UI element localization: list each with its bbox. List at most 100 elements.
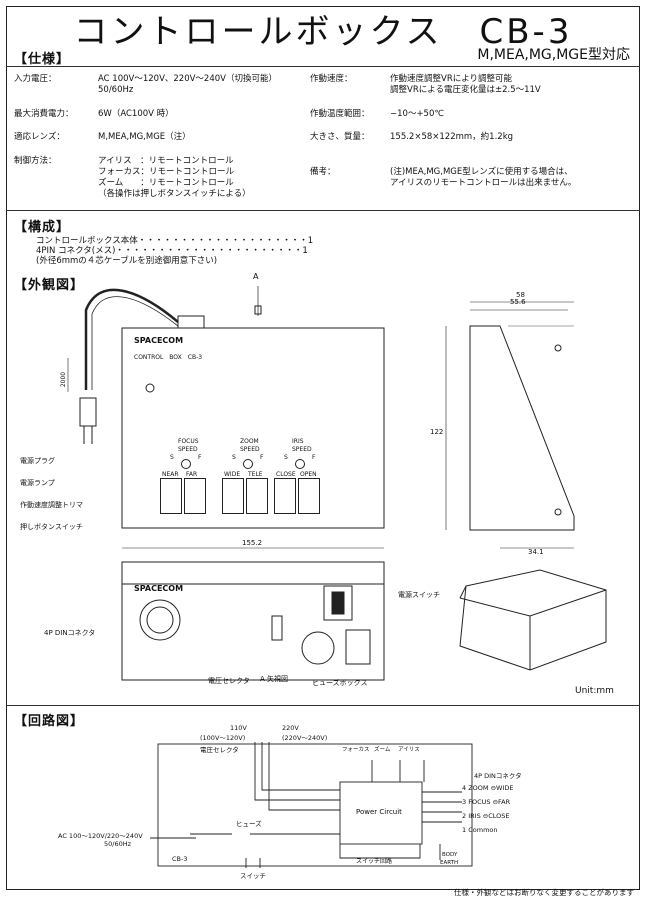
button-label: FAR: [186, 471, 198, 478]
circuit-220v-range: (220V〜240V): [282, 734, 328, 742]
spec-value: 6W（AC100V 時）: [98, 109, 174, 119]
pin-sub: ⊖CLOSE: [482, 812, 510, 820]
voltage-selector: [271, 615, 283, 641]
power-switch-label: 電源スイッチ: [398, 591, 440, 599]
inner-depth-dimension: 55.6: [510, 298, 526, 306]
circuit-110v: 110V: [230, 724, 247, 732]
spec-value: −10〜+50℃: [390, 109, 444, 119]
power-circuit-block: [339, 781, 423, 845]
button-label: WIDE: [224, 471, 241, 478]
circuit-110v-range: (100V〜120V): [200, 734, 246, 742]
group-name: IRIS: [292, 438, 304, 445]
rear-panel: [121, 561, 385, 681]
switch-label: スイッチ: [240, 872, 266, 880]
plug-label: 電源プラグ: [20, 457, 55, 465]
push-button[interactable]: [298, 478, 320, 514]
body-label: BODY: [442, 852, 458, 858]
pin-number: 4: [462, 784, 467, 792]
selector-label: 電圧セレクタ: [208, 677, 250, 685]
isometric-view: [459, 569, 607, 671]
spec-value: （各操作は押しボタンスイッチによる）: [98, 189, 251, 199]
push-button[interactable]: [274, 478, 296, 514]
spec-heading: 【仕様】: [14, 52, 71, 67]
push-button[interactable]: [222, 478, 244, 514]
config-heading: 【構成】: [14, 220, 71, 235]
circuit-din: 4P DINコネクタ: [474, 772, 522, 780]
config-item: コントロールボックス本体・・・・・・・・・・・・・・・・・・・・1: [36, 236, 314, 246]
slow-label: S: [170, 454, 174, 461]
speed-label: SPEED: [292, 446, 312, 453]
din-pin: 3 FOCUS ⊖FAR: [462, 798, 510, 806]
ac-frequency: 50/60Hz: [104, 840, 132, 848]
brand-label: SPACECOM: [134, 336, 184, 345]
config-item: (外径6mmの４芯ケーブルを別途御用意下さい): [36, 256, 218, 266]
push-button[interactable]: [160, 478, 182, 514]
earth-label: EARTH: [440, 860, 459, 866]
pin-number: 2: [462, 812, 467, 820]
fuse-holder: [345, 629, 371, 665]
footer-note: 仕様・外観などはお断りなく変更することがあります: [454, 888, 634, 897]
spec-value: 50/60Hz: [98, 85, 134, 95]
lamp-label: 電源ランプ: [20, 479, 55, 487]
circuit-enclosure: [157, 743, 473, 867]
speed-trimmer[interactable]: [181, 459, 191, 469]
front-panel: [121, 327, 385, 529]
spec-label: 最大消費電力：: [14, 109, 74, 119]
group-name: ZOOM: [240, 438, 259, 445]
fuse-label: ヒューズボックス: [312, 679, 368, 687]
push-button[interactable]: [246, 478, 268, 514]
rear-brand: SPACECOM: [134, 584, 184, 593]
push-button[interactable]: [184, 478, 206, 514]
spec-label: 大きさ、質量：: [310, 132, 370, 142]
model-circuit-label: CB-3: [172, 855, 188, 863]
spec-label: 制御方法：: [14, 156, 57, 166]
view-label: A 矢視図: [260, 675, 289, 683]
cable-gland: [177, 315, 205, 329]
spec-label: 作動速度：: [310, 74, 353, 84]
spec-left: 入力電圧： AC 100V〜120V、220V〜240V（切換可能） 50/60…: [14, 74, 314, 224]
din-label: 4P DINコネクタ: [44, 629, 96, 637]
button-label: NEAR: [162, 471, 179, 478]
cable-length: 2000: [60, 371, 68, 388]
pin-number: 3: [462, 798, 467, 806]
din-pin: 4 ZOOM ⊖WIDE: [462, 784, 514, 792]
page-frame: [6, 6, 640, 890]
height-dimension: 122: [430, 428, 444, 436]
group-name: FOCUS: [178, 438, 199, 445]
spec-label: 作動温度範囲：: [310, 109, 370, 119]
fast-label: F: [312, 454, 316, 461]
pin-sub: ⊖WIDE: [490, 784, 514, 792]
slow-label: S: [232, 454, 236, 461]
din-connector: [139, 599, 181, 641]
config-list: コントロールボックス本体・・・・・・・・・・・・・・・・・・・・1 4PIN コ…: [36, 236, 336, 272]
fast-label: F: [198, 454, 202, 461]
spec-value: (注)MEA,MG,MGE型レンズに使用する場合は、: [390, 167, 573, 177]
spec-value: 作動速度調整VRにより調整可能: [390, 74, 513, 84]
fast-label: F: [260, 454, 264, 461]
divider: [6, 66, 640, 67]
speed-trimmer[interactable]: [243, 459, 253, 469]
speed-trimmer[interactable]: [295, 459, 305, 469]
config-item: 4PIN コネクタ(メス)・・・・・・・・・・・・・・・・・・・・・・1: [36, 246, 308, 256]
circuit-selector: 電圧セレクタ: [200, 746, 239, 754]
button-label: TELE: [248, 471, 263, 478]
circuit-diagram: [150, 742, 473, 868]
focus-vr: フォーカス: [342, 747, 370, 753]
circuit-heading: 【回路図】: [14, 714, 85, 729]
fuse-circuit-label: ヒューズ: [236, 820, 262, 828]
fuse-box: [301, 631, 335, 665]
pushswitch-label: 押しボタンスイッチ: [20, 523, 83, 531]
divider: [6, 210, 640, 211]
spec-value: フォーカス：リモートコントロール: [98, 167, 235, 177]
pin-label: ZOOM: [468, 784, 489, 792]
exterior-drawing: [67, 286, 607, 681]
switch-circuit-label: スイッチ回路: [356, 858, 393, 865]
width-dimension: 155.2: [242, 539, 263, 547]
compatibility-note: M,MEA,MG,MGE型対応: [477, 47, 630, 63]
circuit-220v: 220V: [282, 724, 299, 732]
slow-label: S: [284, 454, 288, 461]
spec-label: 入力電圧：: [14, 74, 57, 84]
